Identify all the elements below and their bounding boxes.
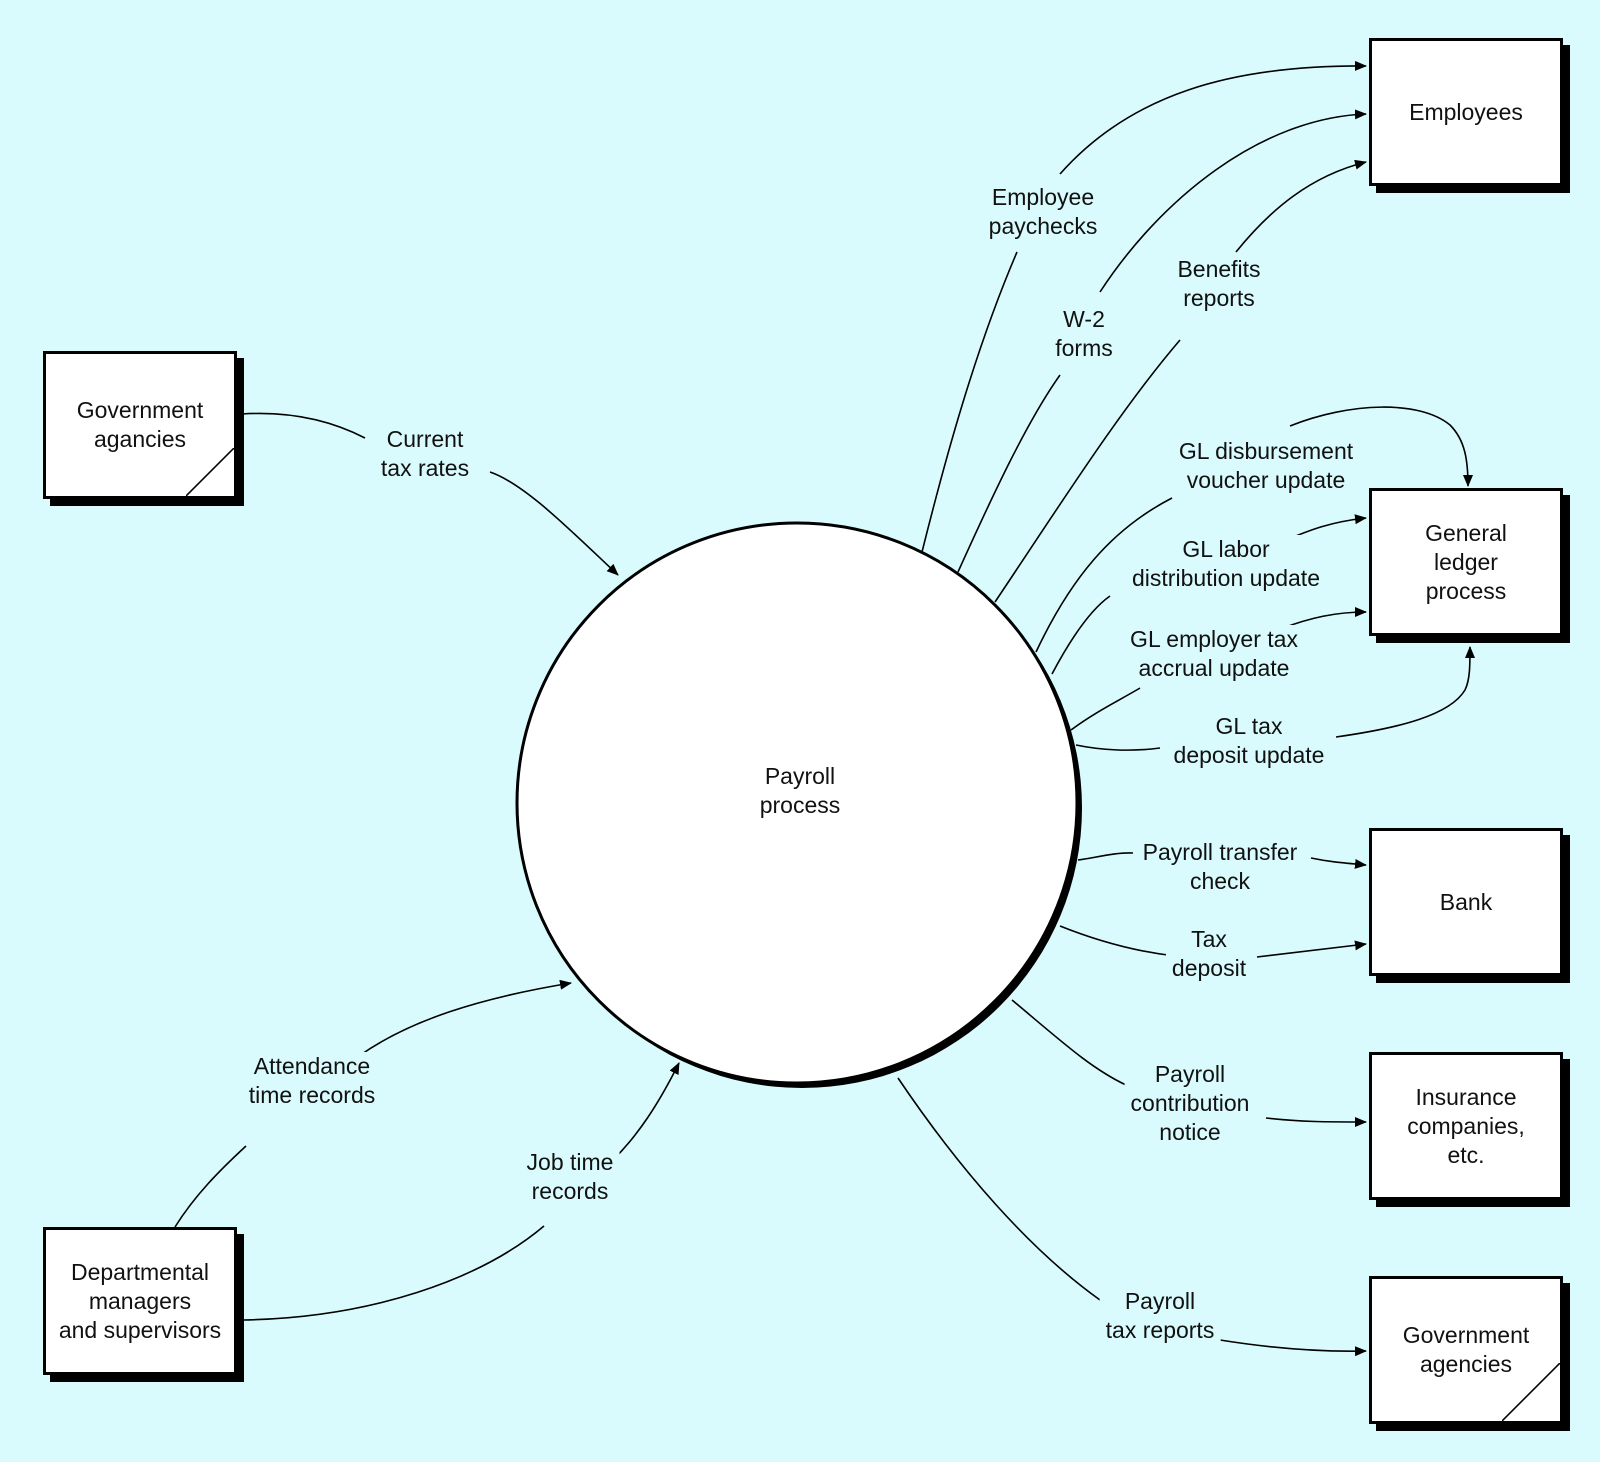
- entity-label: Bank: [1439, 888, 1493, 915]
- entity-label: Government agancies: [76, 397, 204, 452]
- flow-label-gl-tax-deposit: GL tax deposit update: [1167, 712, 1331, 770]
- flow-label-current-tax-rates: Current tax rates: [374, 425, 476, 483]
- flow-employee-paychecks: [921, 66, 1366, 553]
- flow-label-gl-employer-tax: GL employer tax accrual update: [1124, 625, 1304, 683]
- flow-label-gl-labor: GL labor distribution update: [1126, 535, 1326, 593]
- flow-label-attendance-time-records: Attendance time records: [242, 1052, 382, 1110]
- entity-label: Employees: [1409, 98, 1523, 125]
- flow-attendance-time-records: [174, 983, 571, 1228]
- duplicate-corner-icon: [186, 448, 234, 496]
- flow-payroll-tax-reports: [897, 1077, 1366, 1351]
- flow-gl-employer-tax-origin: [1070, 687, 1141, 731]
- entity-government-agencies-sink: Government agencies: [1369, 1276, 1563, 1424]
- flow-gl-labor-origin: [1051, 595, 1111, 675]
- entity-label: Government agencies: [1402, 1322, 1530, 1377]
- flow-label-payroll-contribution-notice: Payroll contribution notice: [1124, 1060, 1256, 1147]
- flow-w2-forms: [957, 114, 1366, 573]
- flow-gl-tax-deposit: [1335, 646, 1475, 738]
- flow-tax-deposit: [1059, 925, 1366, 958]
- flow-gl-disbursement: [1289, 406, 1473, 487]
- flow-label-gl-disbursement: GL disbursement voucher update: [1172, 437, 1360, 495]
- flow-gl-disbursement-origin: [1035, 497, 1173, 653]
- entity-label: Departmental managers and supervisors: [58, 1258, 222, 1343]
- entity-insurance-companies: Insurance companies, etc.: [1369, 1052, 1563, 1200]
- duplicate-corner-icon: [1502, 1363, 1560, 1421]
- flow-job-time-records: [241, 1063, 679, 1321]
- entity-bank: Bank: [1369, 828, 1563, 976]
- flow-label-tax-deposit: Tax deposit: [1165, 925, 1253, 983]
- entity-general-ledger-process: General ledger process: [1369, 488, 1563, 636]
- entity-government-agencies-source: Government agancies: [43, 351, 237, 499]
- flow-payroll-transfer-check: [1077, 852, 1366, 865]
- entity-label: Insurance companies, etc.: [1407, 1083, 1525, 1168]
- flow-benefits-reports: [994, 162, 1366, 603]
- entity-employees: Employees: [1369, 38, 1563, 186]
- flow-label-employee-paychecks: Employee paychecks: [982, 183, 1104, 241]
- flow-current-tax-rates: [241, 412, 618, 575]
- flow-label-payroll-tax-reports: Payroll tax reports: [1099, 1287, 1221, 1345]
- process-label: Payroll process: [759, 763, 841, 818]
- entity-departmental-managers: Departmental managers and supervisors: [43, 1227, 237, 1375]
- flow-label-benefits-reports: Benefits reports: [1171, 255, 1267, 313]
- flow-payroll-contribution-notice: [1011, 999, 1366, 1122]
- process-circle: [515, 521, 1079, 1085]
- flow-label-job-time-records: Job time records: [520, 1148, 620, 1206]
- entity-label: General ledger process: [1425, 519, 1507, 604]
- flow-gl-tax-deposit-origin: [1075, 744, 1161, 751]
- flow-label-w2-forms: W-2 forms: [1049, 305, 1119, 363]
- flow-label-payroll-transfer-check: Payroll transfer check: [1136, 838, 1304, 896]
